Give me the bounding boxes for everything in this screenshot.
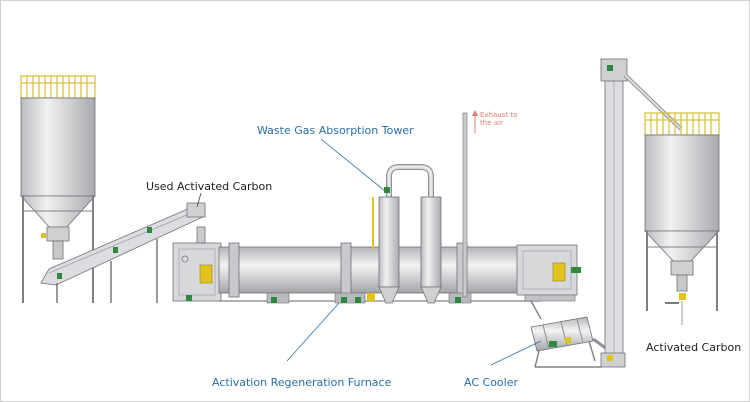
leader-furnace <box>286 302 340 362</box>
label-activated-carbon: Activated Carbon <box>646 341 742 354</box>
left-silo-railing <box>20 75 96 99</box>
right-silo-legs <box>646 231 718 311</box>
rotary-furnace <box>218 242 541 304</box>
right-silo-railing <box>644 112 720 136</box>
label-exhaust: Exhaust to the air <box>480 111 518 127</box>
absorption-tower <box>367 164 442 304</box>
label-waste-gas-tower: Waste Gas Absorption Tower <box>257 124 414 137</box>
label-furnace: Activation Regeneration Furnace <box>212 376 392 389</box>
leader-used-carbon <box>196 192 202 208</box>
belt-conveyor <box>40 202 206 303</box>
label-cooler: AC Cooler <box>464 376 518 389</box>
leader-cooler <box>490 340 542 366</box>
leader-lines <box>196 138 542 366</box>
ac-cooler <box>530 316 608 368</box>
leader-waste-gas-tower <box>320 138 386 192</box>
feed-chamber <box>172 226 222 302</box>
left-silo <box>20 75 96 303</box>
left-silo-legs <box>22 196 94 303</box>
exhaust-stack <box>462 110 478 298</box>
right-silo <box>644 112 720 325</box>
discharge-chamber <box>516 244 581 320</box>
label-used-carbon: Used Activated Carbon <box>146 180 273 193</box>
